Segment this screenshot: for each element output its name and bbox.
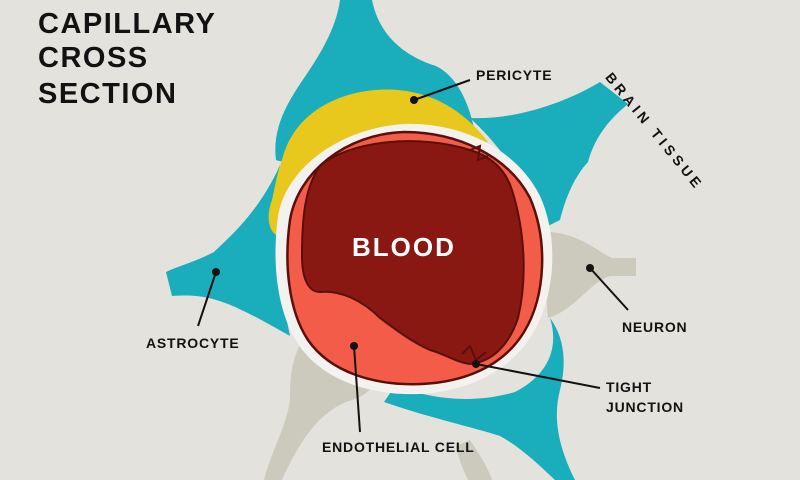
title-line-3: SECTION xyxy=(38,78,178,110)
title-line-1: CAPILLARY xyxy=(38,8,217,40)
tight-junction-top xyxy=(469,144,489,162)
label-blood: BLOOD xyxy=(352,232,456,262)
title-line-2: CROSS xyxy=(38,42,149,74)
label-endothelial-cell: ENDOTHELIAL CELL xyxy=(322,439,475,455)
label-tight-junction-line-2: JUNCTION xyxy=(606,399,684,415)
label-neuron: NEURON xyxy=(622,319,688,335)
tight-junction-bottom xyxy=(461,344,487,362)
label-tight-junction-line-1: TIGHT xyxy=(606,379,652,395)
label-astrocyte: ASTROCYTE xyxy=(146,335,240,351)
label-pericyte: PERICYTE xyxy=(476,67,553,83)
leader-lines xyxy=(197,79,629,433)
